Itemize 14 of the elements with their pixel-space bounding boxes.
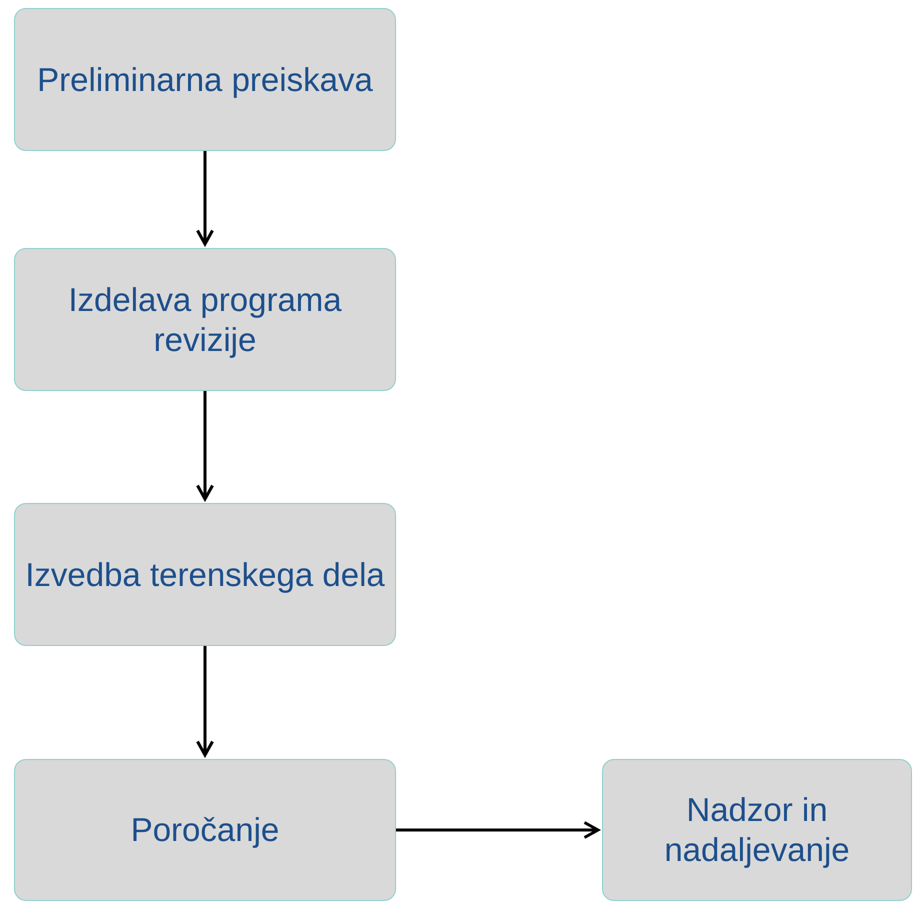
box-label: Izdelava programa revizije bbox=[67, 280, 343, 360]
process-box bbox=[14, 503, 396, 646]
box-label: Poročanje bbox=[130, 810, 280, 850]
arrow bbox=[196, 151, 214, 246]
process-box bbox=[602, 759, 912, 901]
arrow bbox=[196, 646, 214, 756]
process-box bbox=[14, 759, 396, 901]
arrow bbox=[396, 821, 600, 839]
box-label: Nadzor in nadaljevanje bbox=[663, 790, 851, 870]
arrow bbox=[196, 391, 214, 500]
process-box bbox=[14, 248, 396, 391]
process-box bbox=[14, 8, 396, 151]
box-label: Preliminarna preiskava bbox=[36, 60, 374, 100]
box-label: Izvedba terenskega dela bbox=[24, 554, 386, 594]
